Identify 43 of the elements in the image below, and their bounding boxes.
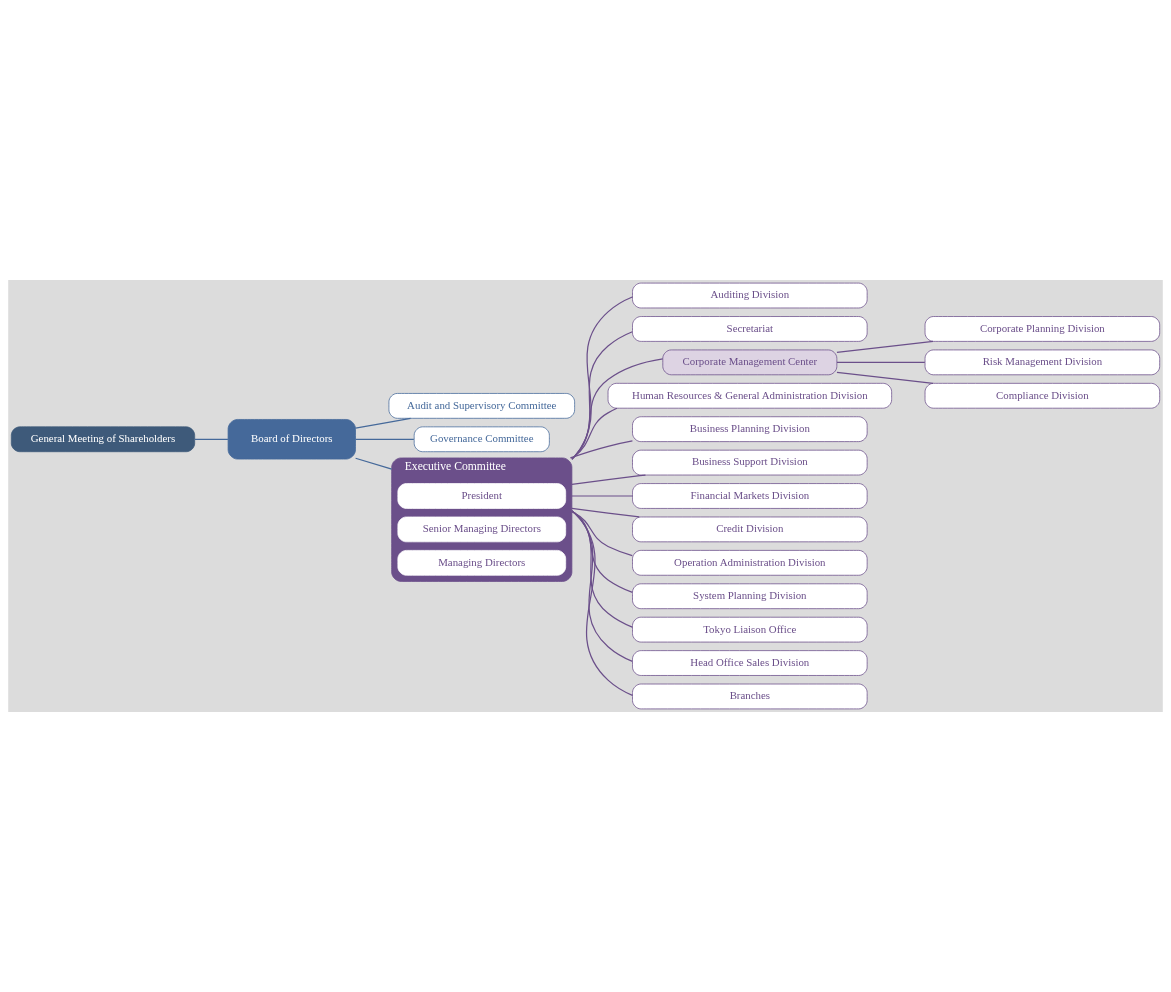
node-box: Credit Division <box>632 516 868 543</box>
node-box: Secretariat <box>632 316 868 342</box>
node-box: Head Office Sales Division <box>632 650 868 676</box>
node-box: Business Planning Division <box>632 416 868 442</box>
node-box: Compliance Division <box>924 382 1161 409</box>
node-box: President <box>397 483 567 509</box>
node-box: Branches <box>632 683 868 710</box>
node-box: General Meeting of Shareholders <box>10 426 196 453</box>
connector <box>571 510 634 593</box>
connector <box>571 296 633 461</box>
node-box: Audit and Supervisory Committee <box>388 393 575 419</box>
connector <box>836 340 934 354</box>
connector <box>569 440 634 459</box>
node-box: Governance Committee <box>413 426 550 453</box>
node-box: Auditing Division <box>632 282 868 309</box>
connector <box>571 510 634 696</box>
connector <box>571 510 633 628</box>
node-box: System Planning Division <box>632 583 868 610</box>
node-box: Corporate Planning Division <box>924 316 1161 342</box>
node-box: Managing Directors <box>397 550 567 576</box>
connector <box>571 511 633 557</box>
node-box: Operation Administration Division <box>632 550 868 576</box>
node-box: Business Support Division <box>632 449 868 476</box>
node-box: Human Resources & General Administration Division <box>607 382 892 409</box>
connector <box>354 457 393 470</box>
node-box: Board of Directors <box>227 419 356 460</box>
connector <box>836 371 934 384</box>
connector <box>354 417 412 429</box>
connector <box>836 361 926 363</box>
connector <box>194 438 229 440</box>
node-box: Tokyo Liaison Office <box>632 616 868 643</box>
connector <box>571 507 640 518</box>
node-box: Financial Markets Division <box>632 483 868 509</box>
connector <box>354 438 415 440</box>
node-box: Risk Management Division <box>924 349 1161 376</box>
node-box: Corporate Management Center <box>662 349 838 376</box>
connector <box>571 407 618 460</box>
node-box: Senior Managing Directors <box>397 516 567 543</box>
connector <box>571 510 634 663</box>
connector <box>571 474 647 485</box>
connector <box>571 358 664 460</box>
connector <box>571 331 633 460</box>
connector <box>571 495 633 497</box>
